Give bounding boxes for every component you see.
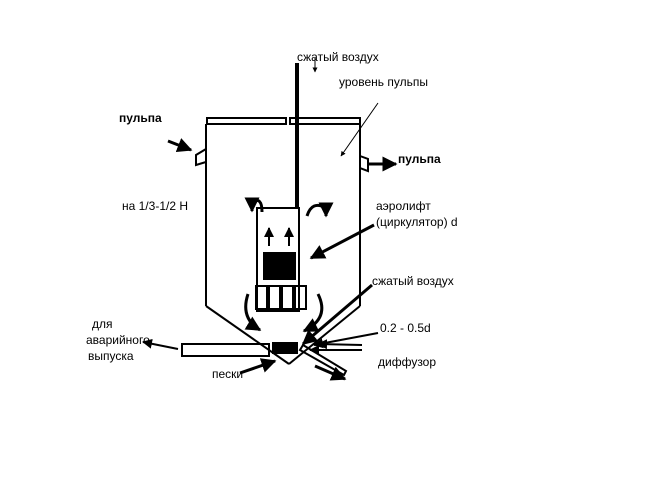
label-airlift-line2: (циркулятор) d (376, 215, 458, 229)
label-height-ratio: на 1/3-1/2 H (122, 199, 188, 213)
airlift-circulator (255, 207, 307, 312)
label-diffuser-gap: 0.2 - 0.5d (380, 321, 431, 335)
label-emergency-line1: для (92, 317, 113, 331)
tank-lid (206, 117, 361, 125)
emergency-outlet-pipe (181, 343, 270, 357)
label-compressed-air-side: сжатый воздух (372, 274, 454, 288)
label-emergency-line3: выпуска (88, 349, 134, 363)
outlet-nozzle (359, 154, 369, 173)
label-airlift-line1: аэролифт (376, 199, 431, 213)
inlet-nozzle (195, 147, 207, 167)
label-diffuser: диффузор (378, 355, 436, 369)
label-emergency-line2: аварийного (86, 333, 150, 347)
pointer-arrows (142, 102, 398, 381)
label-sands: пески (212, 367, 243, 381)
air-pipe (295, 63, 299, 275)
circulation-arrows (244, 197, 334, 333)
label-pulp-in: пульпа (119, 111, 162, 125)
label-pulp-out: пульпа (398, 152, 441, 166)
label-pulp-level: уровень пульпы (339, 75, 428, 89)
diffuser-block (272, 342, 298, 354)
airlift-slots (255, 285, 307, 310)
label-compressed-air-top: сжатый воздух (297, 50, 379, 64)
